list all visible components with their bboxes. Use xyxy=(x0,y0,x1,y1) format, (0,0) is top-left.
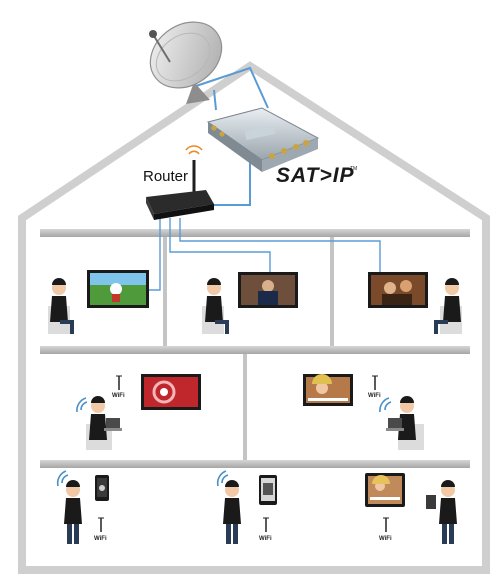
wifi-signal-icon xyxy=(76,397,88,413)
wifi-signal-icon xyxy=(379,397,392,413)
wifi-signal-icon xyxy=(56,470,69,487)
room-1-tv-person xyxy=(48,270,149,334)
router-icon xyxy=(146,145,214,220)
room-3-tv-person xyxy=(368,272,462,334)
room-2-tv-person xyxy=(202,272,298,334)
person-icon xyxy=(202,278,229,334)
room-7-smartphone-person: WiFi xyxy=(216,470,277,544)
room-8-tablet-person: WiFi xyxy=(365,473,457,544)
tv-icon xyxy=(368,272,428,308)
person-icon xyxy=(216,470,241,544)
person-icon xyxy=(434,278,462,334)
house-outline xyxy=(18,61,490,574)
wifi-label: WiFi xyxy=(94,536,107,542)
wall-2 xyxy=(243,354,247,460)
wifi-antenna-icon: WiFi xyxy=(94,517,107,542)
person-icon xyxy=(56,470,82,544)
tv-icon xyxy=(87,270,149,308)
satip-trademark: TM xyxy=(350,166,357,172)
room-5-laptop-person: WiFi xyxy=(303,374,424,450)
wifi-antenna-icon: WiFi xyxy=(112,375,125,399)
room-6-smartphone-person: WiFi xyxy=(56,470,109,544)
router-label: Router xyxy=(143,168,188,185)
handheld-tablet xyxy=(426,495,436,509)
wall-1b xyxy=(330,237,334,346)
wifi-antenna-icon: WiFi xyxy=(379,517,392,542)
smartphone-icon xyxy=(259,475,277,505)
wall-1a xyxy=(163,237,167,346)
wifi-signal-icon xyxy=(216,470,229,487)
laptop-icon xyxy=(106,418,120,428)
person-icon xyxy=(76,396,122,450)
floor-slab-middle xyxy=(40,346,470,354)
person-icon xyxy=(379,396,424,450)
wifi-label: WiFi xyxy=(112,393,125,399)
floor-slab-top xyxy=(40,229,470,237)
router-signal-icon xyxy=(185,145,203,155)
wifi-antenna-icon: WiFi xyxy=(259,517,272,542)
person-icon xyxy=(426,480,457,544)
wifi-label: WiFi xyxy=(379,536,392,542)
person-icon xyxy=(48,278,74,334)
tv-icon xyxy=(238,272,298,308)
ethernet-cables xyxy=(148,218,381,291)
floor-slab-bottom xyxy=(40,460,470,468)
laptop-icon xyxy=(388,418,402,428)
coax-cables xyxy=(195,66,269,206)
wifi-antenna-icon: WiFi xyxy=(368,375,381,399)
smartphone-icon xyxy=(95,475,109,501)
wifi-label: WiFi xyxy=(259,536,272,542)
tv-icon xyxy=(141,374,201,410)
satip-server-icon xyxy=(206,107,320,172)
satip-logo-text: SAT>IP xyxy=(276,164,355,187)
tablet-icon xyxy=(365,473,405,507)
wifi-label: WiFi xyxy=(368,393,381,399)
satellite-dish-icon xyxy=(149,21,223,104)
tv-icon xyxy=(303,374,353,406)
room-4-laptop-person: WiFi xyxy=(76,374,201,450)
